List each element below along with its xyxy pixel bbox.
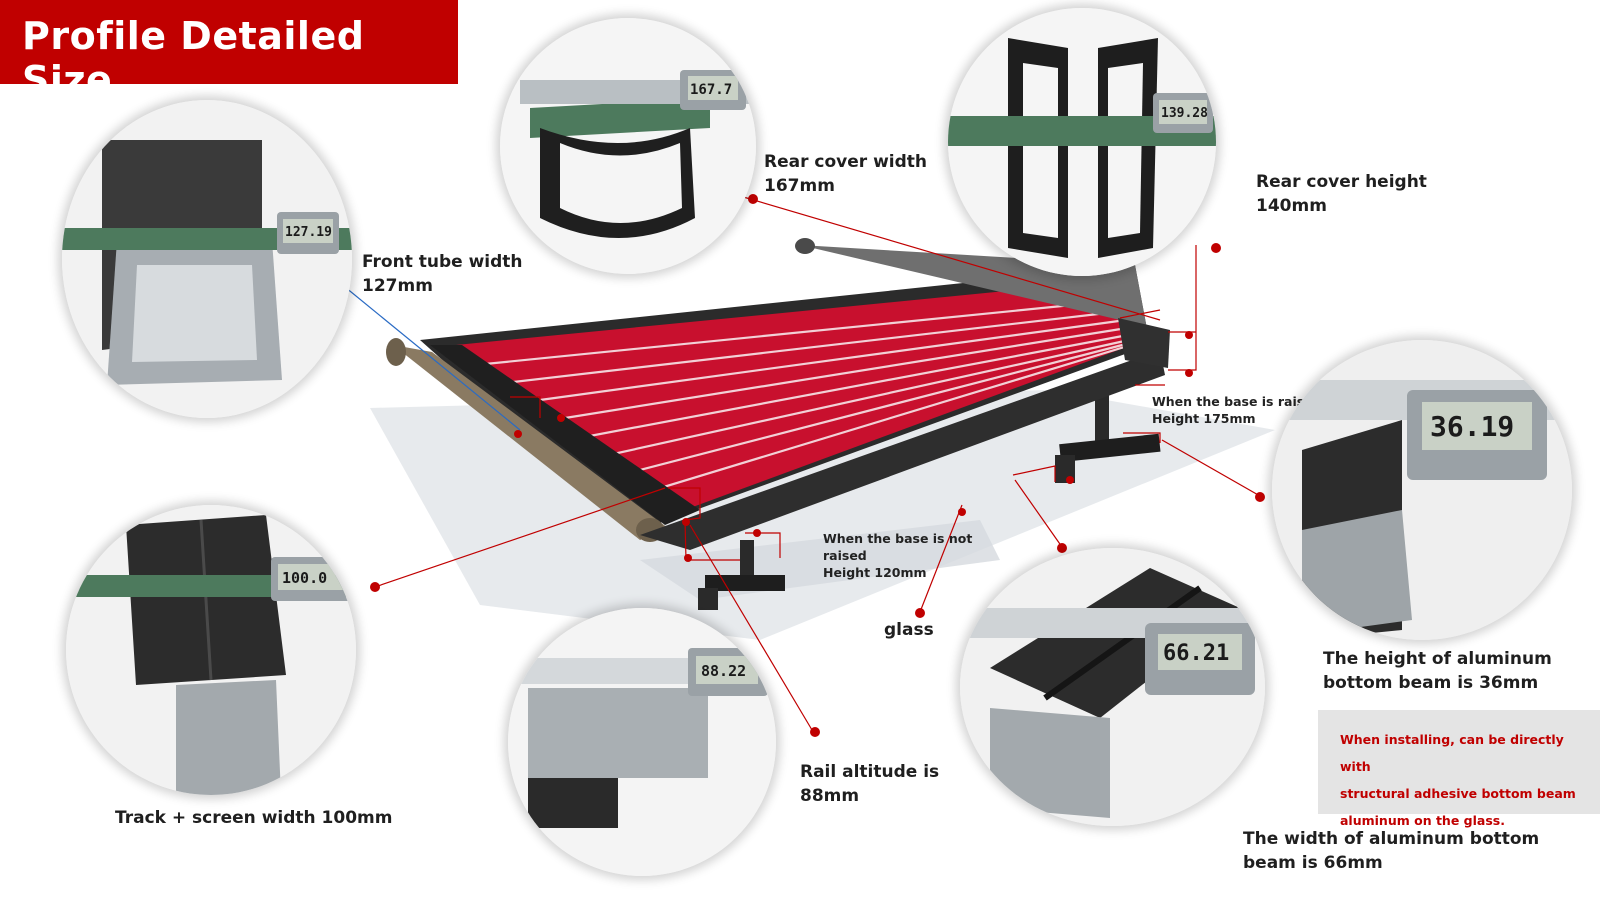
svg-text:127.19: 127.19 <box>285 225 332 240</box>
svg-text:88.22: 88.22 <box>701 662 746 680</box>
rear-cover-width-photo: 167.7 <box>500 18 756 274</box>
rear-cover-width-label: Rear cover width 167mm <box>764 152 927 196</box>
svg-text:139.28: 139.28 <box>1161 106 1208 121</box>
svg-text:100.0: 100.0 <box>282 569 327 587</box>
page-title: Profile Detailed Size <box>22 14 365 102</box>
svg-text:36.19: 36.19 <box>1430 410 1514 443</box>
svg-text:167.7: 167.7 <box>690 82 732 98</box>
rail-altitude-label: Rail altitude is 88mm <box>800 762 940 806</box>
installation-note: When installing, can be directly with st… <box>1318 710 1600 828</box>
base-not-raised-label: When the base is not raised Height 120mm <box>823 531 973 580</box>
track-screen-width-photo: 100.0 <box>66 505 356 795</box>
bottom-beam-width-label: The width of aluminum bottom beam is 66m… <box>1243 829 1540 873</box>
track-screen-width-label: Track + screen width 100mm <box>115 808 393 828</box>
title-banner: Profile Detailed Size <box>0 0 458 102</box>
svg-text:66.21: 66.21 <box>1163 641 1229 666</box>
glass-label: glass <box>884 620 934 640</box>
bottom-beam-height-photo: 36.19 <box>1272 340 1572 640</box>
rear-cover-height-label: Rear cover height 140mm <box>1256 172 1427 216</box>
rail-altitude-photo: 88.22 <box>508 608 776 876</box>
front-tube-width-photo: 127.19 <box>62 100 352 418</box>
front-tube-width-label: Front tube width 127mm <box>362 252 523 296</box>
bottom-beam-width-photo: 66.21 <box>960 548 1265 826</box>
bottom-beam-height-label: The height of aluminum bottom beam is 36… <box>1323 649 1552 693</box>
rear-cover-height-photo: 139.28 <box>948 8 1216 276</box>
